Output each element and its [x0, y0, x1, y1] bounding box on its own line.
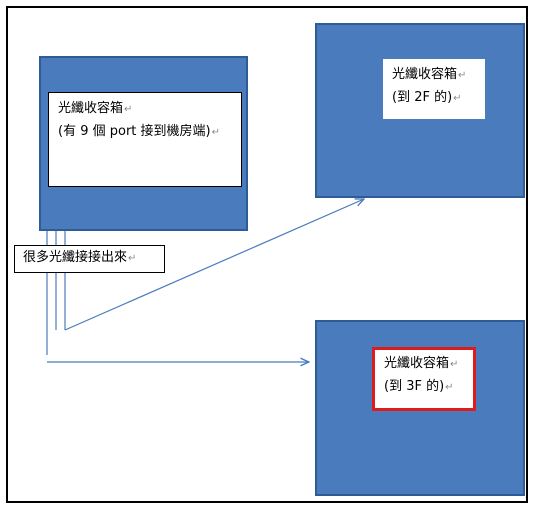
fiber-enclosure-3f-label: 光纖收容箱↵ (到 3F 的)↵: [372, 347, 476, 411]
arrow-to-2f: [64, 199, 364, 331]
3f-title-line: 光纖收容箱↵: [384, 356, 459, 371]
fiber-breakout-note: 很多光纖接接出來↵: [14, 245, 165, 273]
fiber-enclosure-2f-label: 光纖收容箱↵ (到 2F 的)↵: [383, 59, 485, 119]
2f-title-line: 光纖收容箱↵: [392, 67, 467, 82]
2f-subtitle-line: (到 2F 的)↵: [392, 90, 462, 105]
left-subtitle-line: (有 9 個 port 接到機房端)↵: [58, 124, 220, 139]
left-title-line: 光纖收容箱↵: [58, 101, 133, 116]
fiber-enclosure-left-label: 光纖收容箱↵ (有 9 個 port 接到機房端)↵: [48, 92, 242, 187]
3f-subtitle-line: (到 3F 的)↵: [384, 379, 454, 394]
